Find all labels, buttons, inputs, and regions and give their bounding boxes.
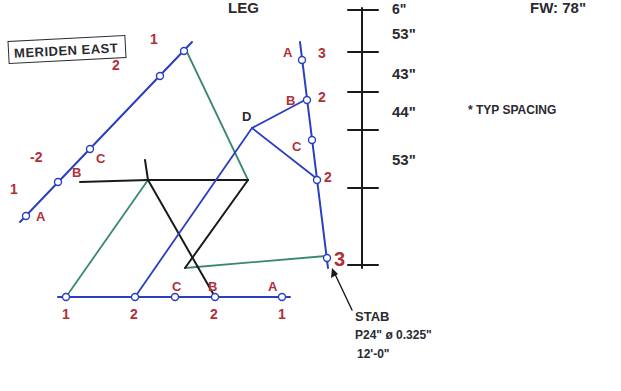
top-note: FW: 78" (530, 0, 586, 17)
callout-number: 2 (318, 90, 326, 105)
callout-number: 2 (130, 307, 138, 322)
member-letter: A (36, 210, 45, 224)
member-letter: A (283, 46, 292, 60)
member-letter: C (292, 140, 301, 154)
callout-number: 1 (278, 307, 286, 322)
callout-number: 2 (210, 307, 218, 322)
dimension: 44" (392, 104, 416, 121)
callout-number: 1 (10, 182, 18, 197)
member-letter: C (172, 280, 181, 294)
callout-number: 1 (150, 32, 158, 47)
callout-number: 2 (112, 58, 120, 73)
member-letter: A (268, 280, 277, 294)
member-letter: C (96, 152, 105, 166)
callout-number: 3 (334, 248, 345, 270)
top-note: LEG (228, 0, 259, 17)
stab-spec: P24" ø 0.325" (355, 329, 432, 342)
callout-number: -2 (30, 150, 42, 165)
note: * TYP SPACING (468, 104, 556, 117)
callout-number: 2 (324, 170, 332, 185)
member-letter: B (72, 166, 81, 180)
dimension: 53" (392, 26, 416, 43)
dimension: 6" (392, 2, 406, 17)
dimension: 53" (392, 152, 416, 169)
member-letter: B (286, 94, 295, 108)
stab-length: 12'-0" (357, 348, 390, 361)
callout-number: 1 (62, 307, 70, 322)
title-box: MERIDEN EAST (7, 35, 126, 64)
member-letter: D (242, 110, 251, 124)
stab-label: STAB (355, 310, 389, 324)
member-letter: B (208, 280, 217, 294)
site-name: MERIDEN EAST (14, 40, 121, 61)
dimension: 43" (392, 66, 416, 83)
callout-number: 3 (318, 46, 326, 61)
